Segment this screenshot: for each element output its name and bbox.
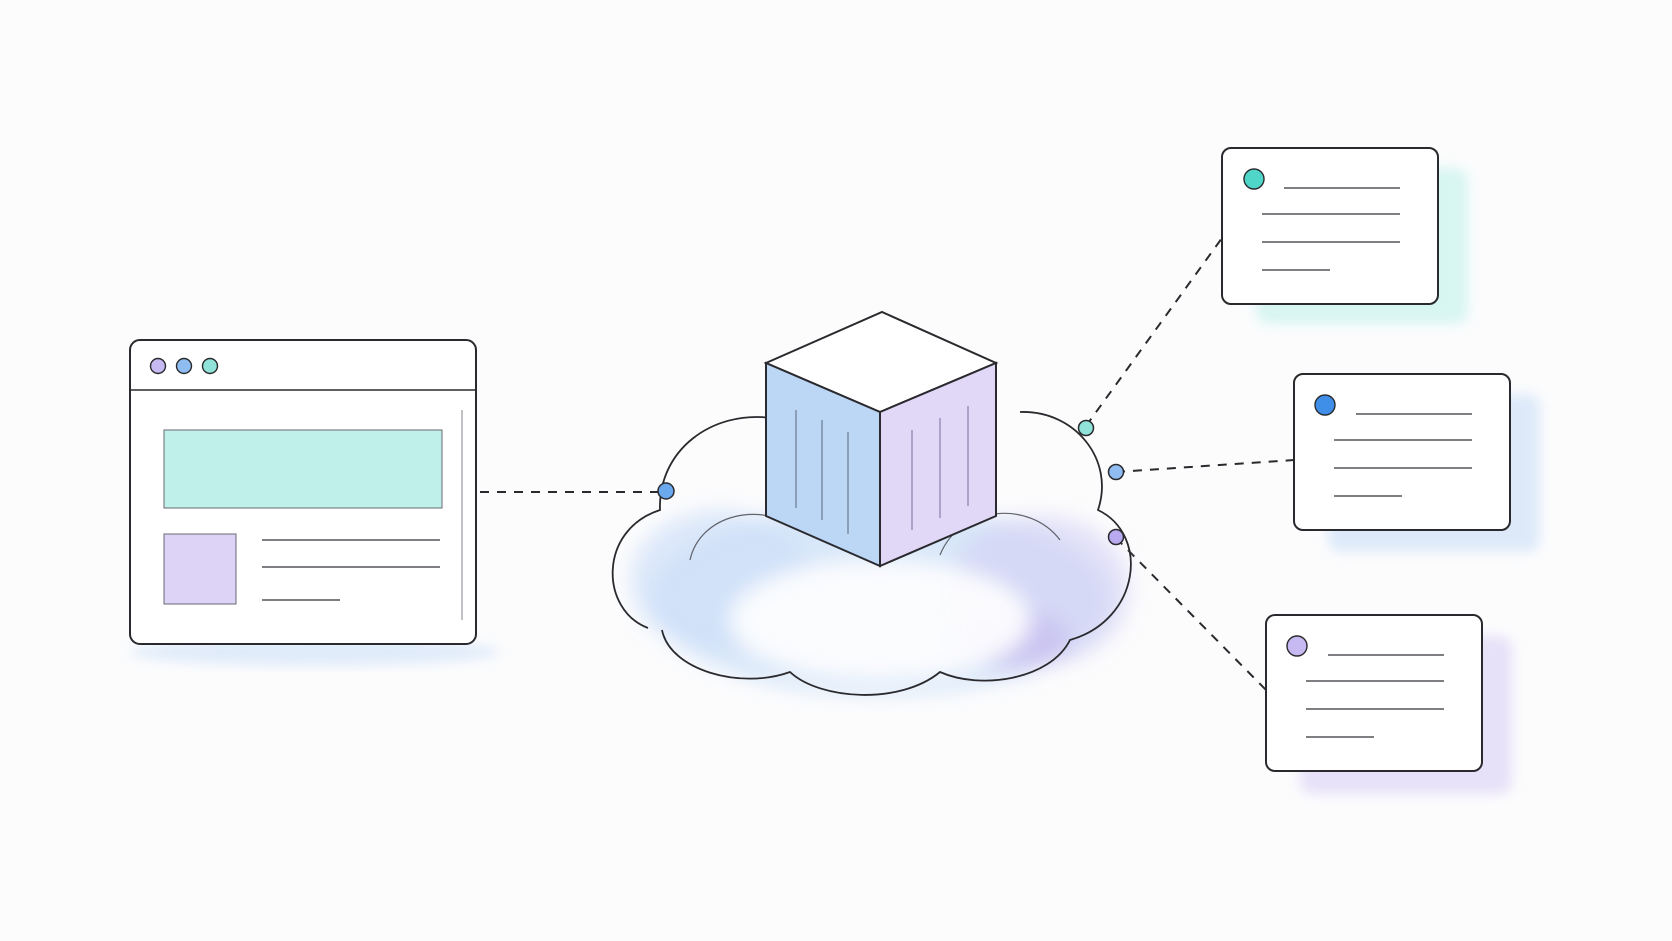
card-bottom-frame xyxy=(1265,614,1483,772)
card-middle xyxy=(1293,373,1540,552)
connector-card-middle xyxy=(1115,459,1295,473)
browser-window xyxy=(129,339,500,666)
card-top xyxy=(1221,147,1468,324)
cloud-outline xyxy=(611,411,1132,696)
cube-right-face-lines xyxy=(911,406,969,530)
browser-thumbnail xyxy=(163,533,237,605)
cube xyxy=(763,310,999,568)
connection-nodes xyxy=(657,419,1125,546)
teal-dot-icon xyxy=(201,357,219,375)
card-middle-status-icon xyxy=(1314,394,1336,416)
cube-left-face-lines xyxy=(795,410,849,534)
connector-card-bottom xyxy=(1115,537,1267,691)
card-bottom xyxy=(1265,614,1512,794)
card-bottom-link-node xyxy=(1107,528,1125,546)
cloud-hub xyxy=(611,310,1132,696)
card-middle-link-node xyxy=(1107,463,1125,481)
card-bottom-status-icon xyxy=(1286,635,1308,657)
purple-dot-icon xyxy=(149,357,167,375)
card-top-status-icon xyxy=(1243,168,1265,190)
card-top-frame xyxy=(1221,147,1439,305)
connectors xyxy=(480,237,1295,691)
cloud-wash xyxy=(630,505,1130,695)
card-top-link-node xyxy=(1077,419,1095,437)
card-middle-frame xyxy=(1293,373,1511,531)
cube-right-face xyxy=(879,361,997,568)
browser-link-node xyxy=(657,482,675,500)
browser-banner xyxy=(163,429,443,509)
blue-dot-icon xyxy=(175,357,193,375)
connector-card-top xyxy=(1085,237,1223,427)
